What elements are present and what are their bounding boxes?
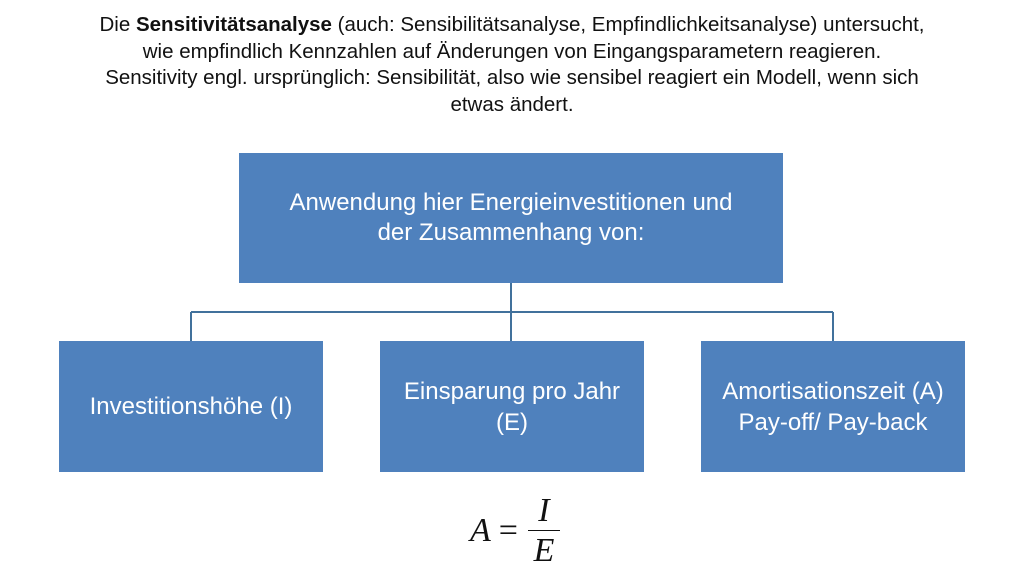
formula-denominator: E	[533, 531, 555, 569]
intro-line-1: Die Sensitivitätsanalyse (auch: Sensibil…	[20, 12, 1004, 39]
intro-term: Sensitivitätsanalyse	[135, 13, 332, 36]
intro-text: Die Sensitivitätsanalyse (auch: Sensibil…	[20, 12, 1004, 118]
formula-fraction: I E	[527, 491, 560, 571]
root-line-1: Anwendung hier Energieinvestitionen und	[289, 189, 733, 216]
child-3-line-1: Amortisationszeit (A)	[722, 377, 944, 405]
diagram-root-box: Anwendung hier Energieinvestitionen und …	[239, 153, 783, 283]
fraction-bar	[527, 529, 560, 531]
child-2-line-1: Einsparung pro Jahr	[403, 377, 621, 405]
child-3-line-2: Pay-off/ Pay-back	[738, 408, 928, 436]
diagram-child-investitionshoehe: Investitionshöhe (I)	[59, 341, 323, 472]
child-1-line-1: Investitionshöhe (I)	[89, 393, 293, 420]
formula-equals: =	[498, 512, 518, 549]
formula-numerator: I	[538, 491, 550, 529]
formula-lhs: A	[470, 512, 491, 549]
diagram-child-einsparung: Einsparung pro Jahr (E)	[380, 341, 644, 472]
diagram-child-amortisationszeit: Amortisationszeit (A) Pay-off/ Pay-back	[701, 341, 965, 472]
child-2-line-2: (E)	[495, 408, 528, 436]
root-line-2: der Zusammenhang von:	[377, 219, 645, 246]
intro-line-4: etwas ändert.	[450, 92, 574, 116]
intro-line1-rest: (auch: Sensibilitätsanalyse, Empfindlich…	[331, 13, 925, 36]
intro-line-3: Sensitivity engl. ursprünglich: Sensibil…	[105, 66, 919, 89]
intro-line-2: wie empfindlich Kennzahlen auf Änderunge…	[142, 39, 882, 63]
amortization-formula: A = I E	[470, 486, 560, 576]
intro-pre: Die	[99, 13, 136, 36]
